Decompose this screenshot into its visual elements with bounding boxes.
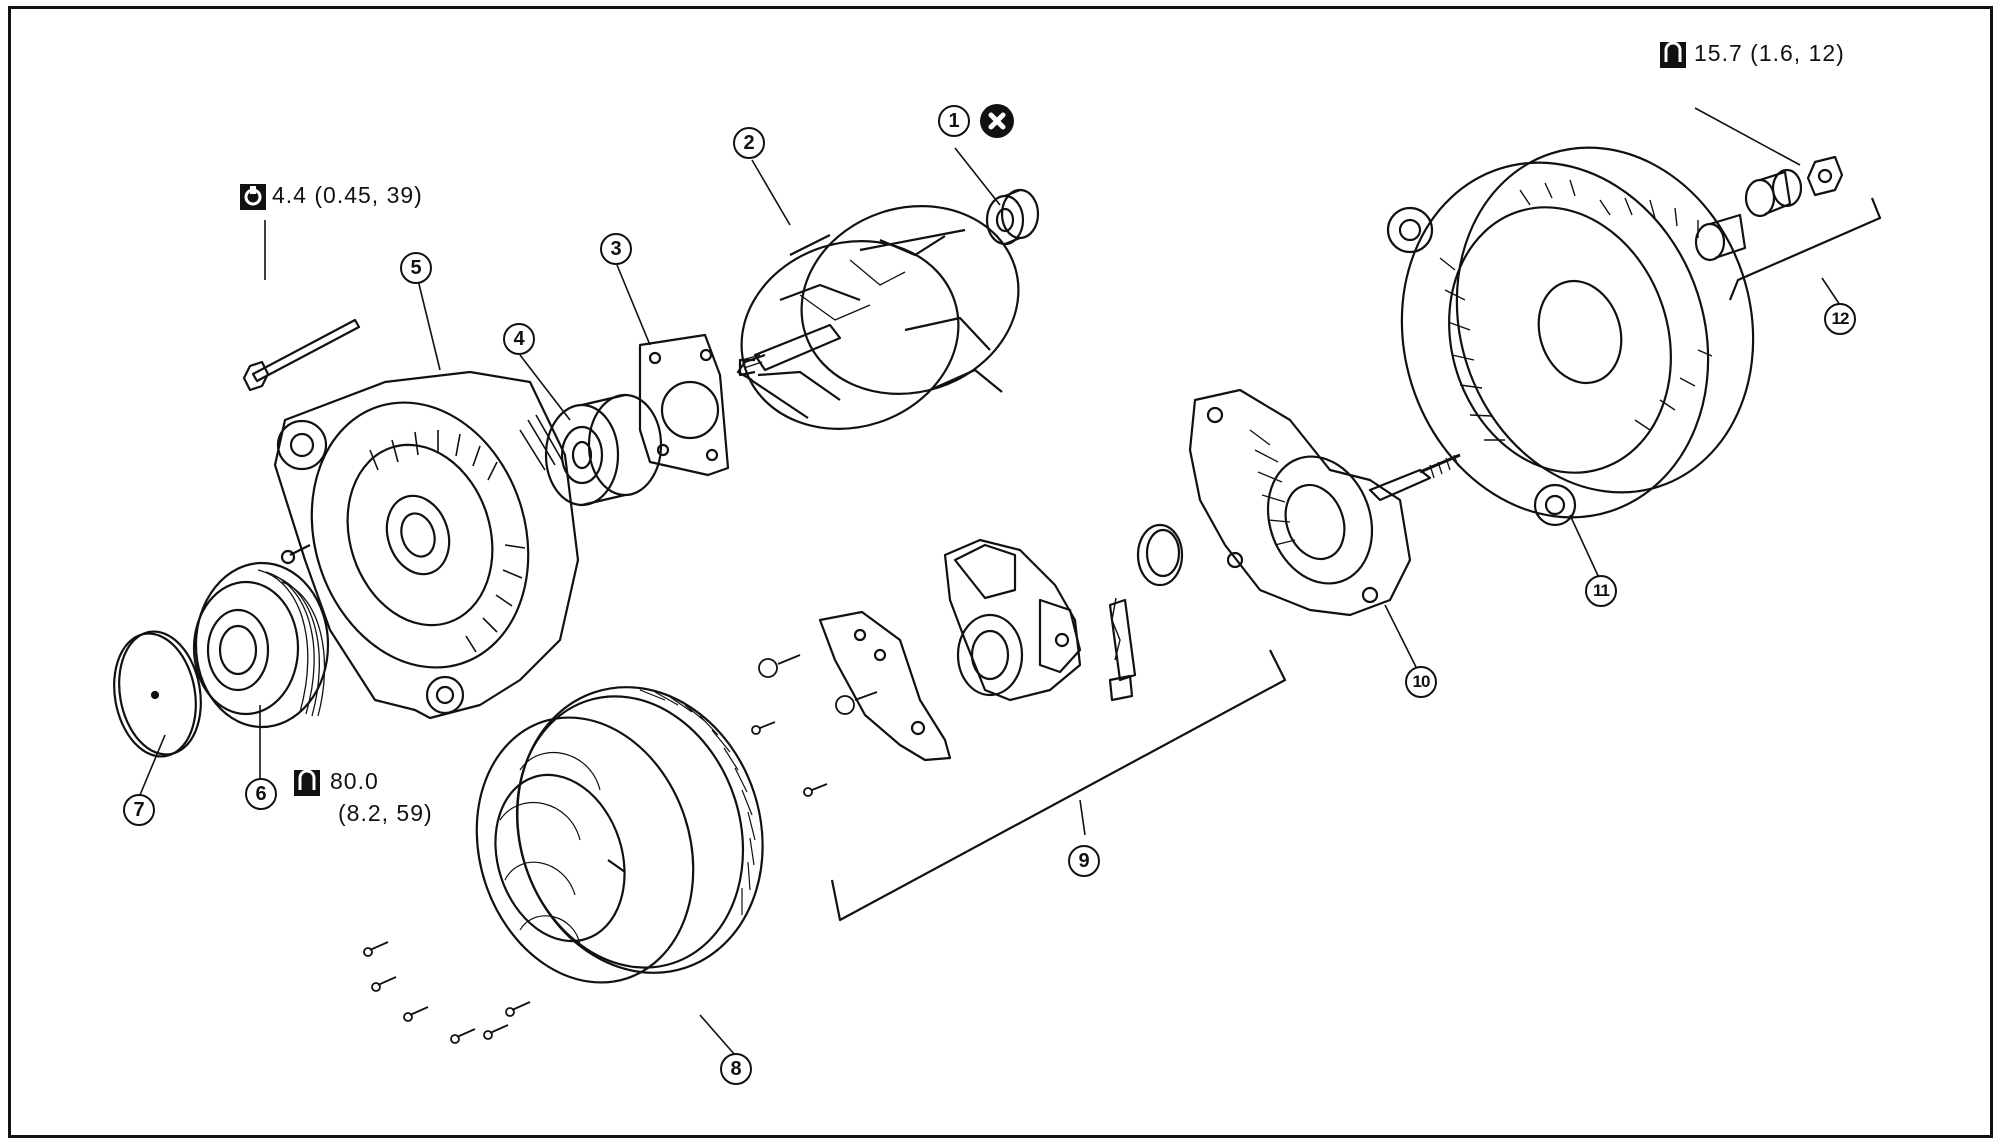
callout-12: 12	[1824, 303, 1856, 335]
callout-7: 7	[123, 794, 155, 826]
callout-10: 10	[1405, 666, 1437, 698]
snap-ring	[1136, 523, 1184, 587]
torque-spec-pulley-nut: 80.0	[330, 768, 379, 794]
torque-spec-through-bolt: 4.4 (0.45, 39)	[272, 182, 423, 208]
small-bolt	[280, 544, 311, 565]
callout-3: 3	[600, 233, 632, 265]
bracket-12	[1728, 197, 1882, 301]
stator	[475, 686, 764, 984]
callout-1: 1	[938, 105, 970, 137]
callout-8: 8	[720, 1053, 752, 1085]
rectifier	[1188, 388, 1461, 617]
x-circle-icon	[980, 104, 1014, 138]
callout-9: 9	[1068, 845, 1100, 877]
regulator-screws	[751, 654, 878, 797]
callout-6: 6	[245, 778, 277, 810]
terminal-parts	[1694, 155, 1844, 262]
callout-5: 5	[400, 252, 432, 284]
bearing	[544, 393, 663, 507]
rear-housing	[1386, 146, 1755, 527]
bracket-9	[830, 649, 1287, 922]
torque-wrench-icon	[294, 769, 320, 796]
callout-2: 2	[733, 127, 765, 159]
callout-11: 11	[1585, 575, 1617, 607]
retainer-plate	[638, 333, 730, 477]
front-housing	[273, 370, 580, 720]
through-bolt	[242, 318, 361, 392]
torque-spec-terminal-nut: 15.7 (1.6, 12)	[1694, 40, 1845, 66]
callout-4: 4	[503, 323, 535, 355]
diagram-frame	[8, 6, 1993, 1138]
rotor	[736, 205, 1020, 430]
stator-screws	[363, 941, 531, 1044]
torque-wrench-icon	[1660, 41, 1686, 68]
pulley-cap	[113, 630, 202, 758]
torque-spec-pulley-nut-detail: (8.2, 59)	[338, 800, 433, 826]
torque-wrench-icon	[240, 184, 266, 210]
pulley	[192, 561, 330, 729]
regulator-assembly	[818, 538, 1137, 762]
slip-ring	[985, 188, 1040, 246]
